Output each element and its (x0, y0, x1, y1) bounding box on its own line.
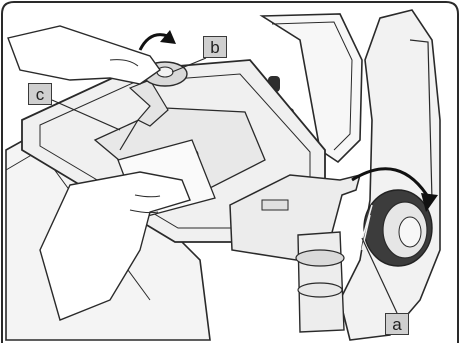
callout-b: b (203, 36, 227, 58)
condenser (297, 231, 345, 333)
hand-top (7, 25, 161, 85)
leader-line-c (51, 99, 121, 131)
callout-c: c (28, 83, 52, 105)
rotate-arrow-knob (351, 167, 432, 201)
leader-line-a (361, 237, 398, 314)
callout-a: a (385, 313, 409, 335)
rotate-arrow-clip (138, 33, 169, 51)
leader-line-b (171, 57, 207, 73)
hand-bottom (39, 171, 191, 321)
rotate-arrowhead-clip (160, 30, 176, 44)
scale-marker (261, 199, 289, 211)
open-cover (259, 13, 363, 164)
rotate-arrowhead-knob (421, 193, 438, 212)
